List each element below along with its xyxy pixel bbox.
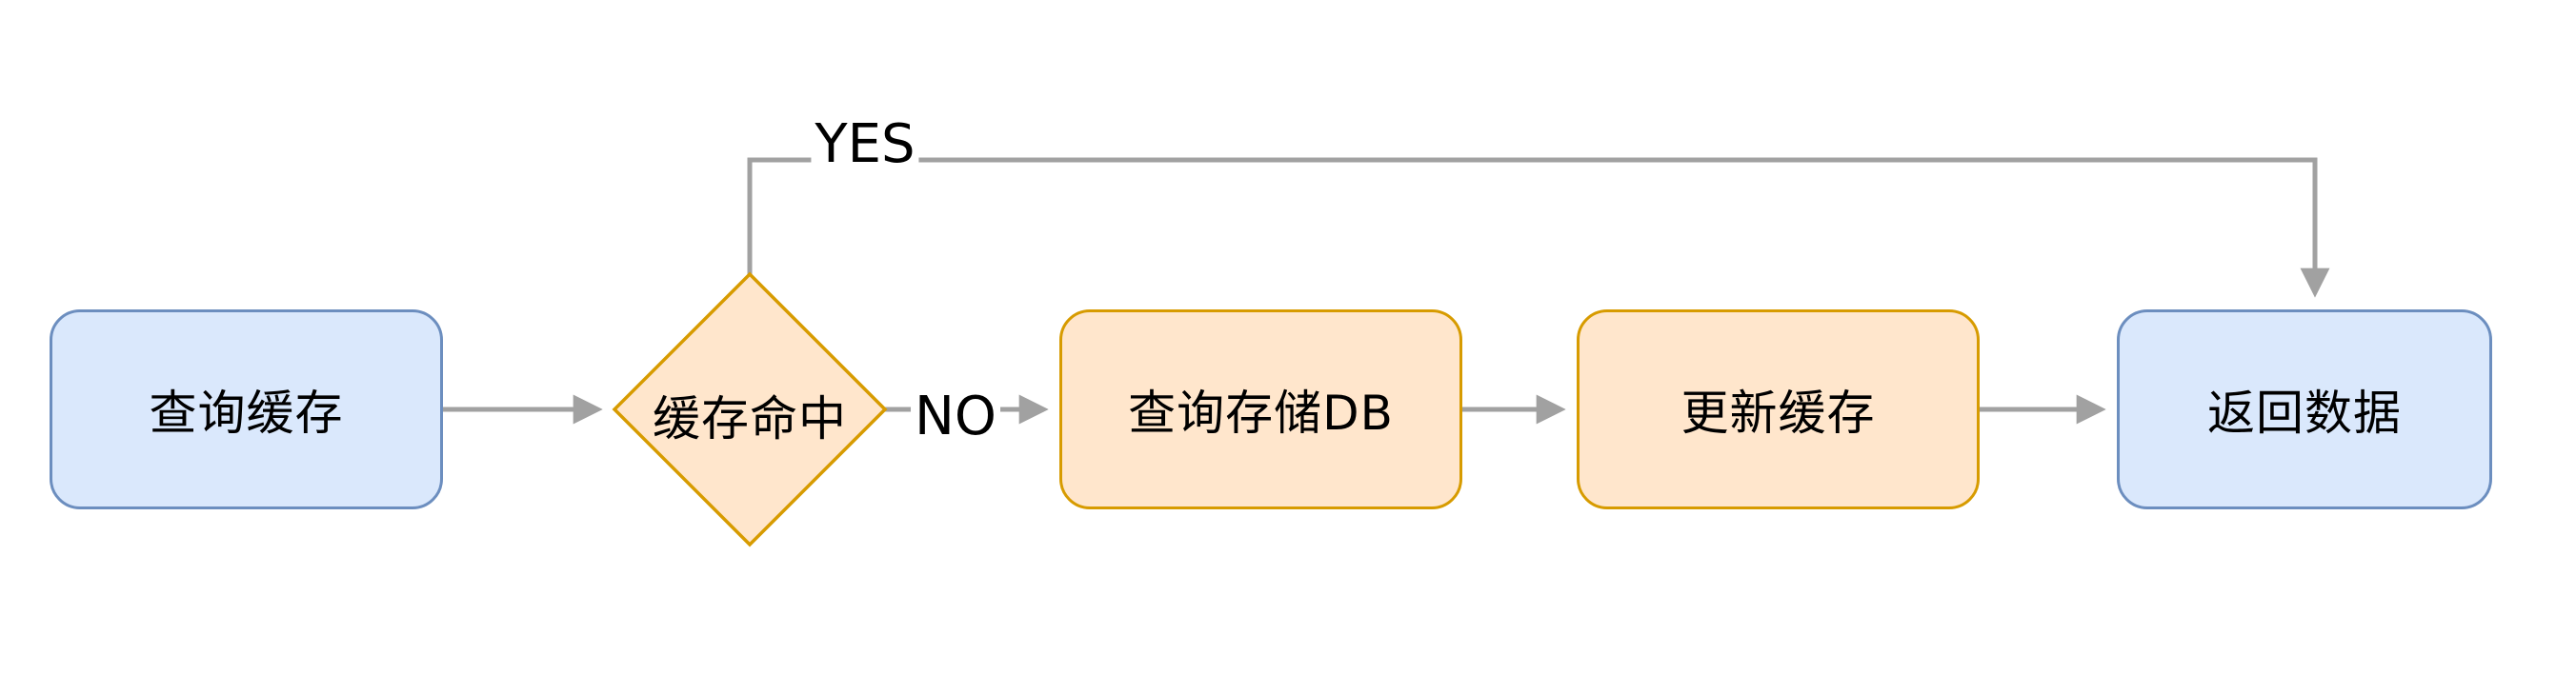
decision-cache-hit-shape [612,271,888,547]
edge-label-yes: YES [811,118,919,171]
node-update-cache: 更新缓存 [1577,309,1980,509]
edge-cachehit-yes-to-returndata [747,157,2330,298]
decision-cache-hit-label: 缓存命中 [653,391,847,447]
node-return-data: 返回数据 [2117,309,2492,509]
node-return-data-label: 返回数据 [2207,386,2402,441]
node-update-cache-label: 更新缓存 [1680,386,1876,441]
node-query-cache-label: 查询缓存 [149,386,344,441]
node-query-db: 查询存储DB [1059,309,1462,509]
node-query-db-label: 查询存储DB [1128,386,1394,441]
edge-label-no: NO [911,390,1000,444]
node-query-cache: 查询缓存 [50,309,443,509]
